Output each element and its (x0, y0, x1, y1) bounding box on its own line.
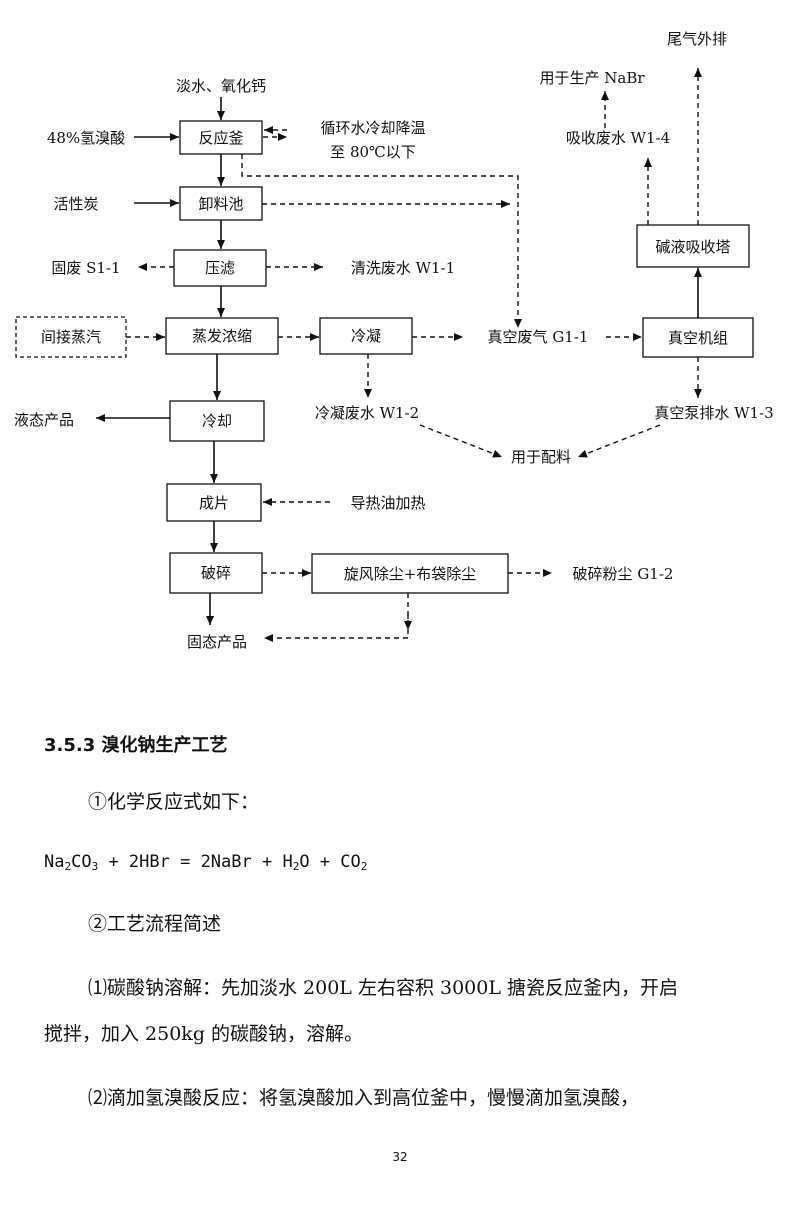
paragraph-1-line-1: ⑴碳酸钠溶解：先加淡水 200L 左右容积 3000L 搪瓷反应釜内，开启 (88, 977, 679, 999)
cooling-water-label-2: 至 80℃以下 (330, 143, 416, 161)
exhaust-label: 尾气外排 (667, 30, 727, 48)
condensate-water-label: 冷凝废水 W1-2 (315, 404, 419, 422)
chemical-equation: Na2CO3 + 2HBr = 2NaBr + H2O + CO2 (44, 852, 368, 873)
vacuum-pump-water-label: 真空泵排水 W1-3 (654, 404, 773, 422)
crush-dust-label: 破碎粉尘 G1-2 (573, 565, 674, 583)
condensation-box (319, 317, 413, 355)
indirect-steam-box (15, 316, 127, 358)
evaporation-box (165, 317, 279, 355)
solid-waste-label: 固废 S1-1 (51, 259, 120, 277)
section-title: 3.5.3 溴化钠生产工艺 (44, 735, 228, 756)
flaking-label: 成片 (199, 494, 229, 512)
indirect-steam-label: 间接蒸汽 (41, 328, 101, 346)
cooling-box (169, 400, 265, 442)
dust-removal-label: 旋风除尘+布袋除尘 (344, 565, 477, 583)
heat-oil-label: 导热油加热 (350, 494, 425, 512)
item-process-heading: ②工艺流程简述 (88, 913, 222, 935)
solid-product-label: 固态产品 (187, 633, 247, 651)
vacuum-unit-box (642, 317, 754, 358)
arrow-pump-water-to-batching (577, 424, 661, 458)
arrow-dust-removal-to-solid (264, 593, 409, 642)
input-hbr-label: 48%氢溴酸 (47, 129, 125, 147)
discharge-tank-label: 卸料池 (198, 195, 243, 213)
input-water-ca-label: 淡水、氧化钙 (176, 77, 266, 95)
vacuum-gas-label: 真空废气 G1-1 (488, 328, 589, 346)
crushing-box (169, 552, 263, 594)
reactor-box (179, 120, 263, 155)
input-carbon-label: 活性炭 (53, 195, 98, 213)
item-chemical-equation-heading: ①化学反应式如下： (88, 791, 260, 813)
crushing-label: 破碎 (201, 564, 231, 582)
liquid-product-label: 液态产品 (14, 411, 74, 429)
for-batching-label: 用于配料 (511, 448, 571, 466)
filter-press-label: 压滤 (205, 259, 235, 277)
paragraph-2-line-1: ⑵滴加氢溴酸反应：将氢溴酸加入到高位釜中，慢慢滴加氢溴酸， (88, 1087, 640, 1109)
discharge-tank-box (179, 186, 263, 221)
reactor-label: 反应釜 (198, 129, 243, 147)
dust-removal-box (311, 553, 509, 594)
vacuum-unit-label: 真空机组 (668, 329, 728, 347)
alkali-tower-box (636, 224, 750, 268)
arrow-reactor-to-vacuum-gas (241, 154, 522, 328)
evaporation-label: 蒸发浓缩 (192, 327, 252, 345)
filter-press-box (173, 249, 267, 287)
arrow-condensate-to-batching (419, 424, 503, 458)
paragraph-1-line-2: 搅拌，加入 250kg 的碳酸钠，溶解。 (44, 1023, 364, 1045)
condensation-label: 冷凝 (351, 327, 381, 345)
cooling-water-label-1: 循环水冷却降温 (320, 119, 425, 137)
for-nabr-label: 用于生产 NaBr (539, 69, 645, 87)
absorb-water-label: 吸收废水 W1-4 (566, 129, 670, 147)
alkali-tower-label: 碱液吸收塔 (655, 238, 730, 256)
cooling-label: 冷却 (202, 412, 232, 430)
page-number: 32 (392, 1150, 408, 1164)
process-flow-diagram: 反应釜 卸料池 压滤 蒸发浓缩 冷凝 冷却 成片 破碎 旋风除尘+布袋除尘 真空… (14, 30, 774, 651)
wash-water-label: 清洗废水 W1-1 (351, 259, 455, 277)
